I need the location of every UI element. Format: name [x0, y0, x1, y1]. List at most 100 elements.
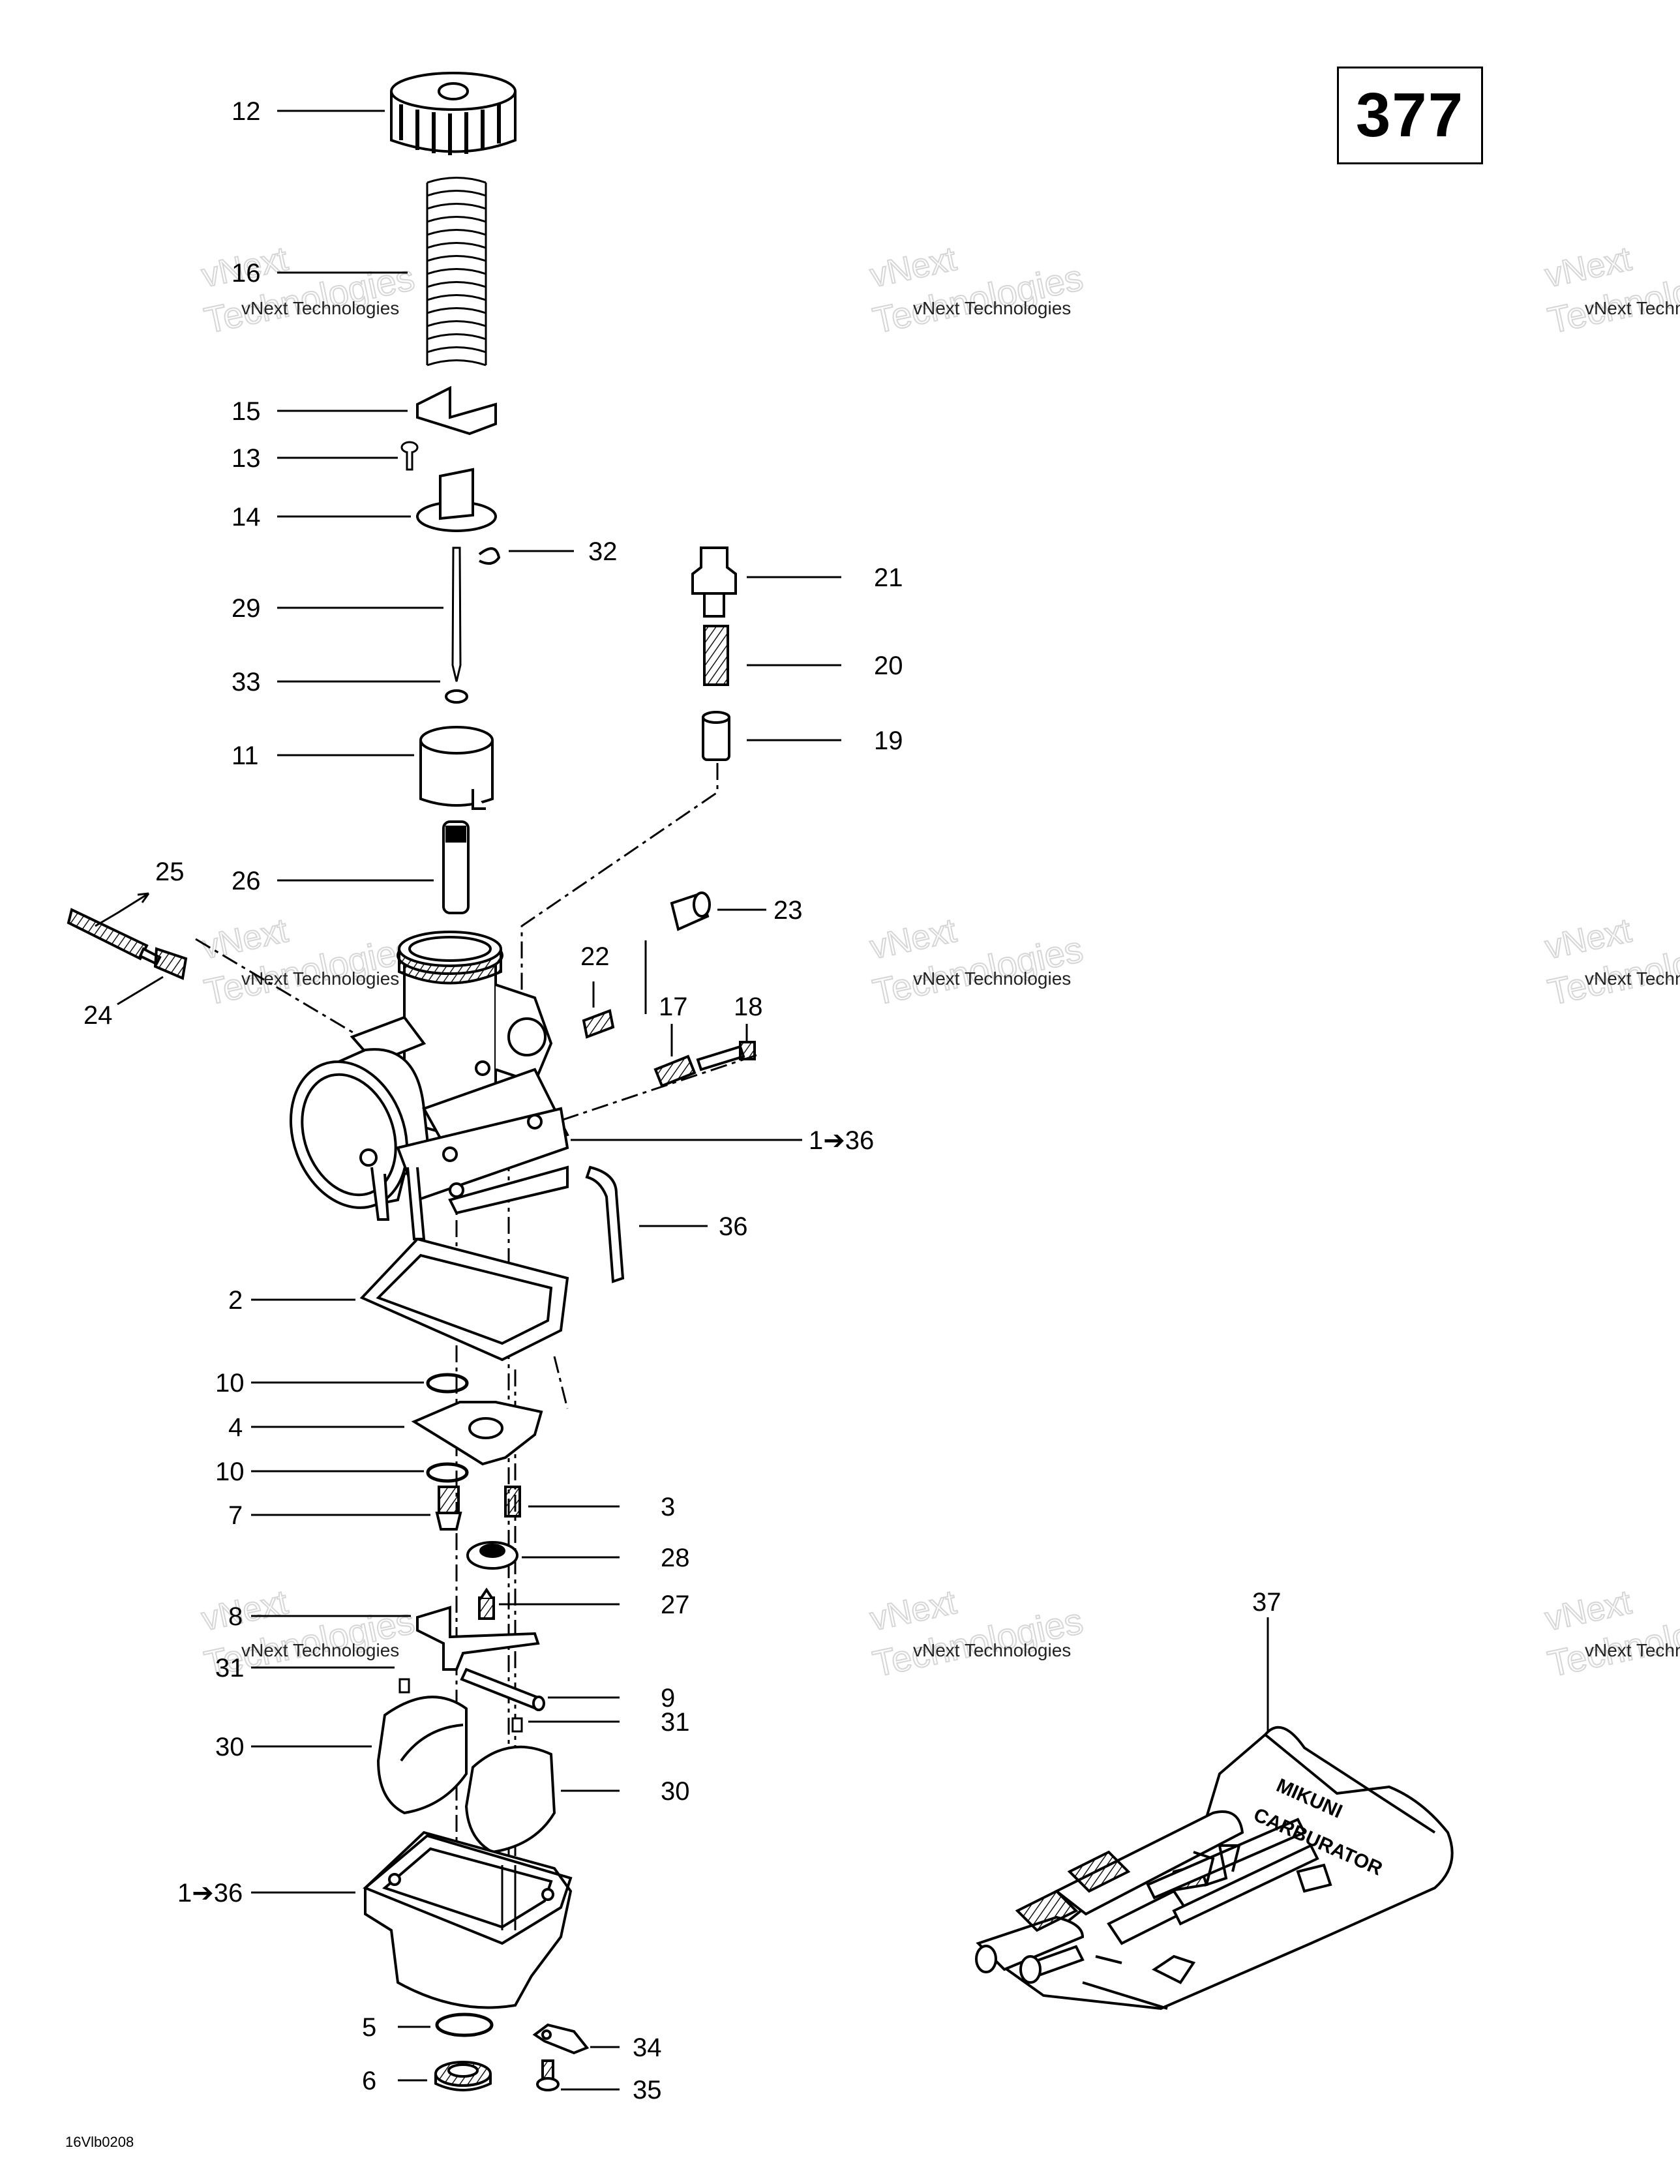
air-screw-part [67, 908, 162, 966]
bracket-clamp-part [532, 2023, 590, 2055]
watermark: vNext Technologies [1541, 911, 1680, 1013]
callout-label: 27 [661, 1591, 690, 1619]
callout-label: 30 [215, 1733, 245, 1761]
watermark-text: vNext Technologies [1585, 1640, 1680, 1660]
callout-label: 30 [661, 1777, 690, 1806]
callout-label: 35 [633, 2076, 662, 2104]
plunger-part [702, 711, 730, 761]
callout-label: 20 [874, 651, 903, 680]
washer-part [445, 689, 468, 704]
spring-part [426, 177, 487, 366]
watermark-text: vNext Technologies [1585, 298, 1680, 318]
watermark-text: vNext Technologies [913, 1640, 1071, 1660]
callout-label: 10 [215, 1369, 245, 1398]
callout-label: 26 [232, 867, 261, 895]
needle-holder-part [416, 468, 497, 532]
bracket-plate-part [416, 385, 497, 436]
watermark: vNext Technologies [198, 911, 419, 1013]
callout-label: 1➔36 [809, 1126, 874, 1155]
screw-part [400, 441, 419, 471]
needle-jet-part [442, 820, 470, 914]
o-ring-part [426, 1462, 469, 1483]
callout-label: 19 [874, 726, 903, 755]
watermark: vNext Technologies [1541, 239, 1680, 342]
needle-valve-part [478, 1587, 495, 1620]
clip-part [478, 547, 501, 565]
watermark-text: vNext Technologies [241, 968, 399, 989]
callout-label: 29 [232, 594, 261, 623]
air-screw-spring-part [153, 947, 188, 980]
page-number: 377 [1355, 80, 1465, 150]
float-pin-part [460, 1668, 545, 1711]
float-plate-part [411, 1401, 543, 1466]
callout-label: 2 [228, 1286, 243, 1315]
throttle-slide-part [419, 726, 494, 810]
callout-label: 32 [588, 537, 618, 566]
page-number-box: 377 [1337, 67, 1483, 164]
callout-label: 25 [155, 858, 185, 886]
callout-label: 14 [232, 503, 261, 531]
main-jet-part [435, 1486, 462, 1531]
callout-label: 3 [661, 1493, 675, 1521]
rubber-cap-part [670, 891, 711, 931]
plunger-spring-part [703, 625, 729, 686]
jet-needle-part [451, 546, 462, 682]
float-bowl-part [363, 1831, 573, 2009]
float-screw-part [398, 1678, 410, 1694]
callout-label: 4 [228, 1413, 243, 1442]
callout-label: 7 [228, 1501, 243, 1530]
callout-label: 13 [232, 444, 261, 473]
float-screw-part [511, 1717, 523, 1733]
gasket-part [359, 1237, 569, 1362]
callout-label: 1➔36 [177, 1879, 243, 1907]
leader-lines [95, 110, 1269, 2091]
carburetor-body-part [289, 931, 569, 1240]
watermark: vNext Technologies [1541, 1583, 1680, 1685]
watermark: vNext Technologies [198, 239, 419, 342]
callout-label: 31 [215, 1654, 245, 1683]
callout-label: 21 [874, 563, 903, 592]
callout-label: 36 [719, 1212, 748, 1241]
o-ring-part [435, 2012, 494, 2037]
callout-label: 15 [232, 397, 261, 426]
callout-label: 37 [1252, 1588, 1282, 1617]
callout-label: 10 [215, 1458, 245, 1486]
callout-label: 31 [661, 1708, 690, 1737]
callout-label: 23 [773, 896, 803, 925]
cap-nut-part [390, 72, 517, 155]
callout-label: 22 [580, 942, 610, 971]
float-part [464, 1745, 556, 1854]
callout-label: 12 [232, 97, 261, 126]
watermark-text: vNext Technologies [1585, 968, 1680, 989]
watermark: vNext Technologies [866, 1583, 1087, 1685]
float-part [376, 1696, 468, 1815]
drawing-code: 16Vlb0208 [65, 2134, 134, 2150]
valve-seat-part [466, 1541, 518, 1570]
drain-plug-part [434, 2061, 492, 2091]
callout-label: 9 [661, 1684, 675, 1713]
watermark: vNext Technologies [866, 239, 1087, 342]
bowl-screw-part [536, 2059, 560, 2091]
idle-spring-part [653, 1055, 697, 1088]
callout-label: 33 [232, 668, 261, 696]
callout-label: 16 [232, 259, 261, 288]
tool-kit-part [975, 1726, 1454, 2011]
watermark-text: vNext Technologies [241, 298, 399, 318]
callout-label: 8 [228, 1602, 243, 1631]
pilot-screw-part [582, 1009, 615, 1039]
callout-label: 17 [659, 993, 688, 1021]
callout-label: 11 [232, 741, 259, 770]
callout-label: 18 [734, 993, 763, 1021]
overflow-tube-part [585, 1165, 625, 1283]
callout-labels: 12 16 15 13 14 32 29 33 11 26 21 20 19 2… [83, 97, 1282, 2104]
o-ring-part [426, 1373, 469, 1394]
plunger-nut-part [691, 546, 737, 618]
callout-label: 24 [83, 1001, 113, 1030]
callout-label: 5 [362, 2013, 376, 2042]
watermark-text: vNext Technologies [241, 1640, 399, 1660]
pilot-jet-part [504, 1486, 521, 1518]
callout-label: 6 [362, 2067, 376, 2095]
float-arm-part [416, 1606, 540, 1671]
callout-label: 28 [661, 1544, 690, 1572]
